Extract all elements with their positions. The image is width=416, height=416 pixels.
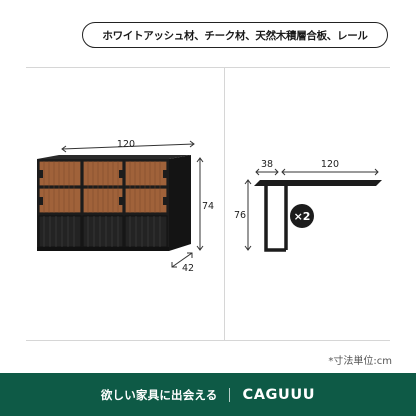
desk-leg-depth-label: 38: [261, 159, 273, 170]
brand-footer: 欲しい家具に出会える CAGUUU: [0, 373, 416, 416]
quantity-badge-text: ×2: [294, 210, 311, 223]
top-divider: [26, 67, 390, 68]
desk-height-label: 76: [234, 210, 246, 221]
width-dimension: 120: [61, 139, 195, 153]
footer-separator: [229, 387, 231, 402]
dresser-diagram: 120: [37, 139, 214, 274]
height-dimension: 74: [196, 157, 214, 251]
materials-label: ホワイトアッシュ材、チーク材、天然木積層合板、レール: [82, 22, 388, 48]
brand-logo[interactable]: CAGUUU: [242, 386, 316, 403]
top-width-dimension: 120: [281, 159, 379, 176]
unit-note: *寸法単位:cm: [328, 356, 392, 367]
footer-tagline: 欲しい家具に出会える: [100, 387, 218, 402]
dresser-body: [37, 155, 191, 251]
dresser-height-label: 74: [202, 201, 214, 212]
desk-top-width-label: 120: [321, 159, 339, 170]
dresser-depth-label: 42: [182, 263, 194, 274]
desk-leg-frame: [264, 186, 288, 252]
depth-dimension: 42: [171, 252, 194, 274]
desk-height-dimension: 76: [234, 179, 252, 251]
quantity-badge: ×2: [290, 204, 314, 228]
dresser-width-label: 120: [117, 139, 135, 150]
leg-depth-dimension: 38: [255, 159, 279, 176]
bottom-divider: [26, 340, 390, 341]
desk-extension-diagram: 38 120 76 ×2: [234, 159, 382, 252]
desk-top: [254, 180, 382, 186]
center-divider: [224, 68, 225, 340]
